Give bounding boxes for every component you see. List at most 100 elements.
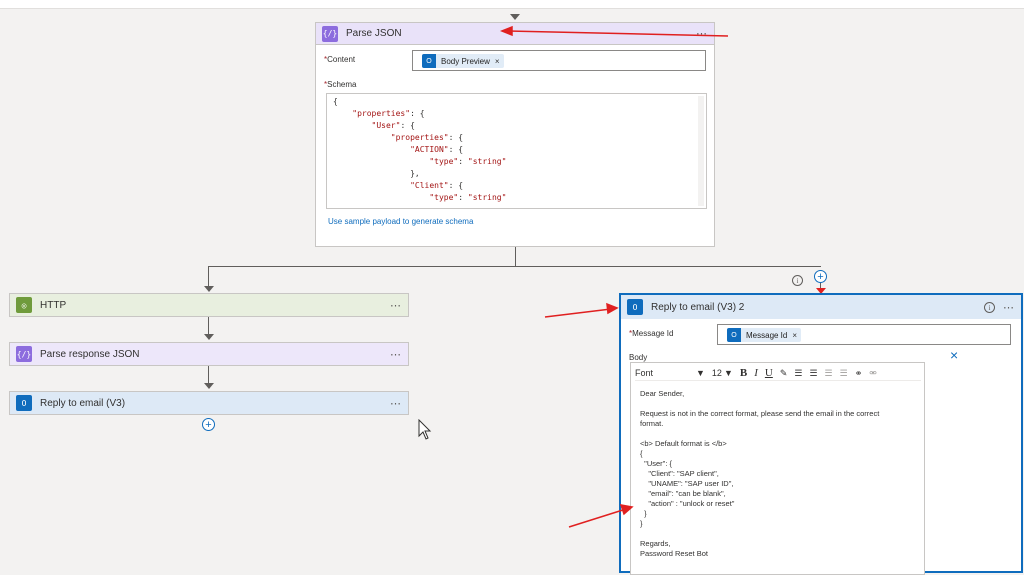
message-id-field[interactable]: O Message Id × [717,324,1011,345]
connector-line [208,266,209,288]
schema-line: "ACTION": { [410,145,464,154]
email-body-line: format. [640,419,664,428]
email-body-line: "UNAME": "SAP user ID", [640,479,734,488]
schema-line: { [333,97,338,106]
connector-arrow [204,334,214,340]
body-editor[interactable]: Font ▼ 12 ▼ B I U ✎ ☰ ☰ ☰ ☰ ⚭ ⚮ Dear Sen… [630,362,925,575]
annotation-arrow [544,302,619,318]
email-body-line: Request is not in the correct format, pl… [640,409,880,418]
schema-line: "User": { [371,121,415,130]
add-step-plus-icon[interactable]: + [202,418,215,431]
bulleted-list-icon[interactable]: ☰ [794,367,803,378]
connector-arrow [204,383,214,389]
parse-response-card[interactable]: {/} Parse response JSON ⋯ [9,342,409,366]
reply-email-card[interactable]: O Reply to email (V3) ⋯ [9,391,409,415]
close-body-icon[interactable]: × [950,347,959,363]
connector-line [208,317,209,335]
reply-email-2-card: O Reply to email (V3) 2 i ⋯ *Message Id … [619,293,1023,575]
content-field[interactable]: O Body Preview × [412,50,706,71]
schema-line: }, [333,169,420,178]
reply-email-2-header[interactable]: O Reply to email (V3) 2 i ⋯ [621,295,1021,319]
unlink-icon[interactable]: ⚮ [869,367,877,378]
parse-json-card: {/} Parse JSON ⋯ *Content O Body Preview… [315,22,715,247]
add-branch-plus-icon[interactable]: + [814,270,827,283]
schema-line: "properties": { [390,133,464,142]
info-icon[interactable]: i [792,275,803,286]
annotation-arrow [568,504,634,528]
connector-line [208,266,821,267]
annotation-arrow [499,25,729,37]
reply-email-2-title: Reply to email (V3) 2 [651,301,745,313]
more-options-icon[interactable]: ⋯ [390,299,402,312]
remove-token-icon[interactable]: × [494,56,500,66]
font-chevron-down-icon[interactable]: ▼ [696,368,705,378]
underline-icon[interactable]: U [764,367,773,379]
email-body-line: Dear Sender, [640,389,685,398]
parse-json-icon: {/} [322,25,338,42]
sample-payload-link[interactable]: Use sample payload to generate schema [328,217,474,226]
decrease-indent-icon[interactable]: ☰ [824,367,833,378]
email-body-line: { [640,449,643,458]
schema-line: "Client": { [410,181,464,190]
connector-arrow [816,288,826,294]
email-body-line: Password Reset Bot [640,549,708,558]
http-title: HTTP [40,299,67,311]
schema-code[interactable]: { "properties": { "User": { "properties"… [333,96,693,206]
numbered-list-icon[interactable]: ☰ [809,367,818,378]
more-options-icon[interactable]: ⋯ [696,28,708,40]
http-card[interactable]: ◎ HTTP ⋯ [9,293,409,317]
size-chevron-down-icon[interactable]: ▼ [723,368,733,378]
cursor-icon [418,419,432,440]
connector-arrow-top [510,14,520,20]
message-id-label: *Message Id [629,329,674,338]
reply-email-title: Reply to email (V3) [40,397,126,409]
parse-json-header[interactable]: {/} Parse JSON ⋯ [316,23,714,45]
schema-line: "properties": { [352,109,425,118]
connector-line [820,283,821,289]
connector-line [515,247,516,266]
outlook-icon: O [727,328,741,342]
connector-arrow [204,286,214,292]
highlight-icon[interactable]: ✎ [779,367,788,378]
more-options-icon[interactable]: ⋯ [390,397,402,410]
more-options-icon[interactable]: ⋯ [390,348,402,361]
parse-response-header[interactable]: {/} Parse response JSON ⋯ [10,343,408,365]
font-select[interactable]: Font [635,368,654,378]
email-body-line: "Client": "SAP client", [640,469,719,478]
more-options-icon[interactable]: ⋯ [1003,301,1015,314]
reply-email-header[interactable]: O Reply to email (V3) ⋯ [10,392,408,414]
parse-response-title: Parse response JSON [40,348,140,360]
info-icon[interactable]: i [984,301,995,313]
outlook-icon: O [16,395,32,411]
parse-json-title: Parse JSON [346,28,402,39]
body-label: Body [629,353,648,362]
http-header[interactable]: ◎ HTTP ⋯ [10,294,408,316]
connector-line [208,366,209,384]
top-bar [0,0,1024,9]
message-id-token[interactable]: O Message Id × [727,328,802,342]
outlook-icon: O [627,299,643,315]
increase-indent-icon[interactable]: ☰ [839,367,848,378]
bold-icon[interactable]: B [739,367,748,379]
parse-json-icon: {/} [16,346,32,362]
remove-token-icon[interactable]: × [792,330,798,340]
email-body-line: } [640,509,647,518]
italic-icon[interactable]: I [754,367,758,379]
schema-line: "type": "string" [429,157,507,166]
content-label: *Content [324,55,356,64]
link-icon[interactable]: ⚭ [854,367,863,378]
schema-label: *Schema [324,80,357,89]
scrollbar[interactable] [698,96,704,206]
email-body-line: } [640,519,643,528]
email-body-line: Regards, [640,539,671,548]
font-size-select[interactable]: 12 [711,368,722,378]
http-icon: ◎ [16,297,32,313]
schema-editor[interactable]: { "properties": { "User": { "properties"… [326,93,707,209]
body-preview-token[interactable]: O Body Preview × [422,54,504,68]
email-body-text[interactable]: Dear Sender, Request is not in the corre… [640,389,879,559]
email-body-line: <b> Default format is </b> [640,439,727,448]
email-body-line: "action" : "unlock or reset" [640,499,735,508]
email-body-line: "email": "can be blank", [640,489,726,498]
schema-line: "type": "string" [429,193,507,202]
